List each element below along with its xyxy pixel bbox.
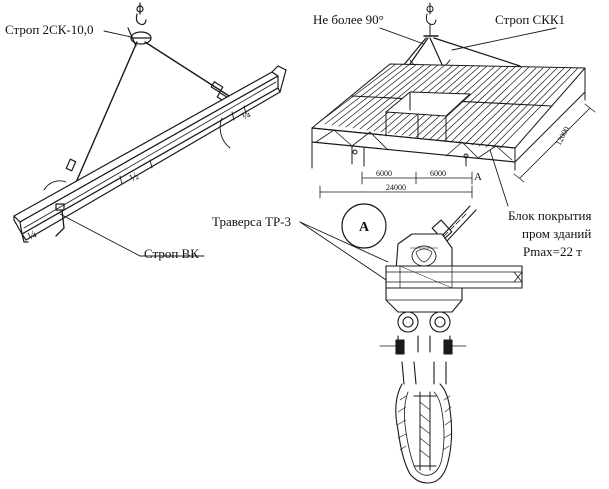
crane-hook-icon xyxy=(135,2,147,26)
label-traverse: Траверса ТР-3 xyxy=(212,214,291,229)
label-angle-limit: Не более 90° xyxy=(313,12,384,27)
beam-lift-drawing xyxy=(13,2,287,257)
crane-hook-icon xyxy=(425,2,437,25)
dim-total-width: 24000 xyxy=(386,183,406,192)
view-a-marker xyxy=(341,203,387,249)
label-block-line1: Блок покрытия xyxy=(508,208,591,223)
label-block-line2: пром зданий xyxy=(522,226,591,241)
label-sling-skk: Строп СКК1 xyxy=(495,12,565,27)
label-block-line3: Pmax=22 т xyxy=(523,244,582,259)
label-sling-2sk: Строп 2СК-10,0 xyxy=(5,22,93,37)
label-sling-vk: Строп ВК xyxy=(144,246,199,261)
dim-span-right: 6000 xyxy=(430,169,446,178)
roof-block-drawing xyxy=(311,2,596,207)
callout-a: А xyxy=(474,171,482,183)
label-view-a: А xyxy=(359,220,370,235)
beam-mark-right: ¼ xyxy=(240,108,253,122)
dim-span-left: 6000 xyxy=(376,169,392,178)
traverse-detail xyxy=(299,203,523,484)
dim-depth: 12000 xyxy=(554,125,571,147)
